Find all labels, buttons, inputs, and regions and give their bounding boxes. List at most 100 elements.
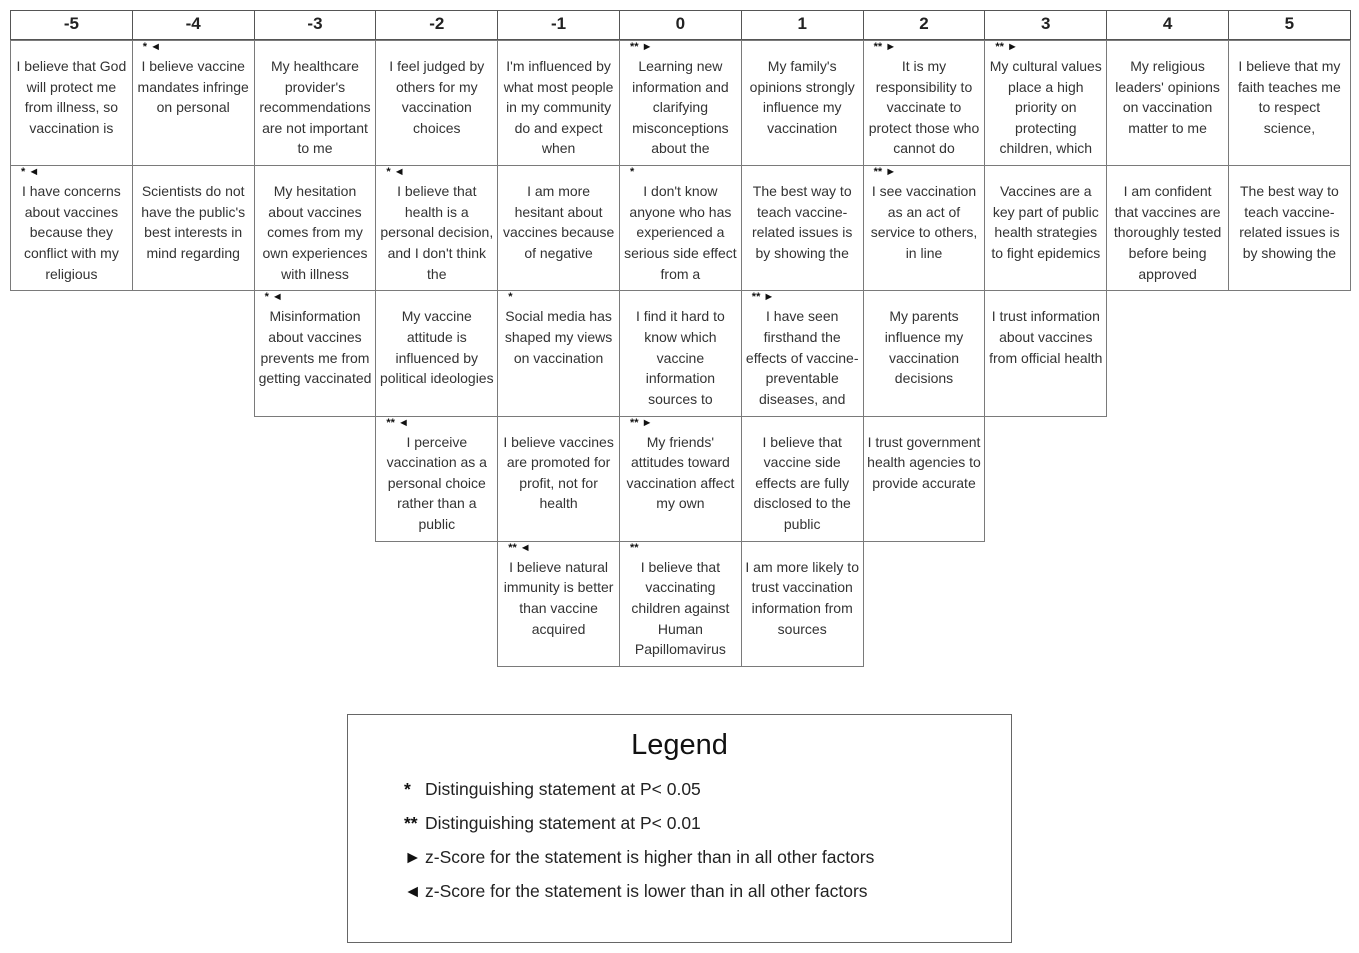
statement-card: I am more likely to trust vaccination in… xyxy=(740,540,864,667)
statement-text: I have seen firsthand the effects of vac… xyxy=(745,308,859,407)
legend-text: z-Score for the statement is higher than… xyxy=(425,847,875,867)
statement-text: My hesitation about vaccines comes from … xyxy=(262,183,368,282)
legend-item-p005: * Distinguishing statement at P< 0.05 xyxy=(404,779,701,800)
significance-marker: ** ► xyxy=(873,166,897,179)
legend-symbol: ** xyxy=(404,813,418,833)
legend-symbol: * xyxy=(404,779,411,799)
statement-card: ** ► My cultural values place a high prio… xyxy=(984,40,1108,167)
significance-marker: * ◄ xyxy=(386,166,405,179)
significance-marker: * ◄ xyxy=(264,291,283,304)
statement-card: My religious leaders' opinions on vaccin… xyxy=(1106,40,1229,167)
significance-marker: ** ◄ xyxy=(508,541,531,554)
significance-marker: ** ◄ xyxy=(386,416,409,429)
legend-text: Distinguishing statement at P< 0.05 xyxy=(425,779,701,799)
statement-text: Learning new information and clarifying … xyxy=(632,58,729,157)
legend-box: Legend * Distinguishing statement at P< 0… xyxy=(347,714,1012,943)
significance-marker: * xyxy=(508,291,513,304)
legend-item-p001: ** Distinguishing statement at P< 0.01 xyxy=(404,813,701,834)
statement-card: I believe that vaccine side effects are … xyxy=(740,415,864,542)
significance-marker: ** ► xyxy=(751,291,775,304)
statement-text: I am more hesitant about vaccines becaus… xyxy=(502,183,615,261)
statement-text: I believe vaccines are promoted for prof… xyxy=(503,433,614,512)
statement-text: My healthcare provider's recommendations… xyxy=(259,58,371,157)
statement-text: Vaccines are a key part of public health… xyxy=(991,183,1101,261)
significance-marker: * ◄ xyxy=(21,166,40,179)
statement-card: ** ◄ I perceive vaccination as a personal… xyxy=(375,415,499,542)
statement-text: I believe that my faith teaches me to re… xyxy=(1238,58,1341,136)
statement-text: I find it hard to know which vaccine inf… xyxy=(636,308,725,407)
statement-card: ** ► My friends' attitudes toward vaccina… xyxy=(619,415,742,542)
statement-text: I am confident that vaccines are thoroug… xyxy=(1113,183,1222,282)
statement-card: My healthcare provider's recommendations… xyxy=(253,40,377,167)
statement-card: I trust information about vaccines from … xyxy=(984,290,1108,417)
column-header: -2 xyxy=(375,10,499,40)
statement-card: I feel judged by others for my vaccinati… xyxy=(375,40,499,167)
statement-card: My family's opinions strongly influence … xyxy=(740,40,864,167)
statement-text: My vaccine attitude is influenced by pol… xyxy=(379,308,494,387)
right-triangle-icon: ► xyxy=(404,847,422,867)
statement-text: My family's opinions strongly influence … xyxy=(749,58,855,136)
statement-text: The best way to teach vaccine-related is… xyxy=(752,183,853,261)
statement-card: * I don't know anyone who has experienced… xyxy=(619,165,742,292)
statement-text: I don't know anyone who has experienced … xyxy=(624,183,737,282)
statement-text: I believe that vaccine side effects are … xyxy=(753,433,851,532)
statement-text: I believe natural immunity is better tha… xyxy=(503,558,614,637)
column-header: 4 xyxy=(1106,10,1229,40)
statement-card: My hesitation about vaccines comes from … xyxy=(253,165,377,292)
legend-title: Legend xyxy=(631,729,728,761)
statement-card: **I believe that vaccinating children ag… xyxy=(619,540,742,667)
statement-card: * ◄ I have concerns about vaccines becaus… xyxy=(10,165,133,292)
statement-card: My vaccine attitude is influenced by pol… xyxy=(375,290,499,417)
column-header: 1 xyxy=(740,10,864,40)
statement-text: Social media has shaped my views on vacc… xyxy=(504,308,613,366)
statement-card: * ◄ I believe vaccine mandates infringe o… xyxy=(131,40,255,167)
column-header: 5 xyxy=(1228,10,1351,40)
statement-text: My parents influence my vaccination deci… xyxy=(884,308,964,387)
statement-text: I trust government health agencies to pr… xyxy=(867,433,981,491)
statement-card: I'm influenced by what most people in my… xyxy=(497,40,620,167)
statement-text: I believe vaccine mandates infringe on p… xyxy=(137,58,249,116)
statement-text: It is my responsibility to vaccinate to … xyxy=(868,58,980,157)
column-header: 2 xyxy=(862,10,986,40)
statement-card: Scientists do not have the public's best… xyxy=(131,165,255,292)
statement-card: Vaccines are a key part of public health… xyxy=(984,165,1108,292)
statement-card: The best way to teach vaccine-related is… xyxy=(1228,165,1351,292)
statement-text: I am more likely to trust vaccination in… xyxy=(745,558,859,637)
statement-text: I have concerns about vaccines because t… xyxy=(21,183,121,282)
statement-card: ** ► It is my responsibility to vaccinate… xyxy=(862,40,986,167)
legend-text: z-Score for the statement is lower than … xyxy=(425,881,868,901)
column-header: -5 xyxy=(10,10,133,40)
statement-text: I'm influenced by what most people in my… xyxy=(503,58,614,157)
significance-marker: * ◄ xyxy=(142,41,162,53)
statement-text: I see vaccination as an act of service t… xyxy=(870,183,978,261)
statement-card: * ◄Misinformation about vaccines prevent… xyxy=(253,290,377,417)
legend-text: Distinguishing statement at P< 0.01 xyxy=(425,813,701,833)
statement-text: I feel judged by others for my vaccinati… xyxy=(389,58,485,136)
statement-card: I am confident that vaccines are thoroug… xyxy=(1106,165,1229,292)
statement-text: I perceive vaccination as a personal cho… xyxy=(386,433,487,532)
column-header: -1 xyxy=(497,10,620,40)
significance-marker: ** ► xyxy=(630,416,653,429)
significance-marker: ** ► xyxy=(630,41,653,53)
statement-card: ** ► Learning new information and clarify… xyxy=(619,40,742,167)
statement-card: I am more hesitant about vaccines becaus… xyxy=(497,165,620,292)
statement-text: I believe that health is a personal deci… xyxy=(380,183,494,282)
significance-marker: * xyxy=(630,166,635,179)
significance-marker: ** ► xyxy=(995,41,1018,53)
statement-text: My religious leaders' opinions on vaccin… xyxy=(1115,58,1220,136)
statement-card: ** ► I have seen firsthand the effects of… xyxy=(740,290,864,417)
statement-text: Scientists do not have the public's best… xyxy=(141,183,246,261)
column-header: 0 xyxy=(619,10,742,40)
statement-card: ** ► I see vaccination as an act of servi… xyxy=(862,165,986,292)
statement-text: My cultural values place a high priority… xyxy=(989,58,1102,157)
significance-marker: ** ► xyxy=(873,41,897,53)
statement-text: The best way to teach vaccine-related is… xyxy=(1239,183,1340,261)
statement-card: I trust government health agencies to pr… xyxy=(862,415,986,542)
statement-card: * ◄ I believe that health is a personal d… xyxy=(375,165,499,292)
statement-card: I believe vaccines are promoted for prof… xyxy=(497,415,620,542)
statement-text: I believe that God will protect me from … xyxy=(16,58,127,136)
statement-text: My friends' attitudes toward vaccination… xyxy=(626,433,735,512)
column-header: -4 xyxy=(131,10,255,40)
legend-item-lower: ◄z-Score for the statement is lower than… xyxy=(404,881,868,902)
statement-card: I believe that my faith teaches me to re… xyxy=(1228,40,1351,167)
